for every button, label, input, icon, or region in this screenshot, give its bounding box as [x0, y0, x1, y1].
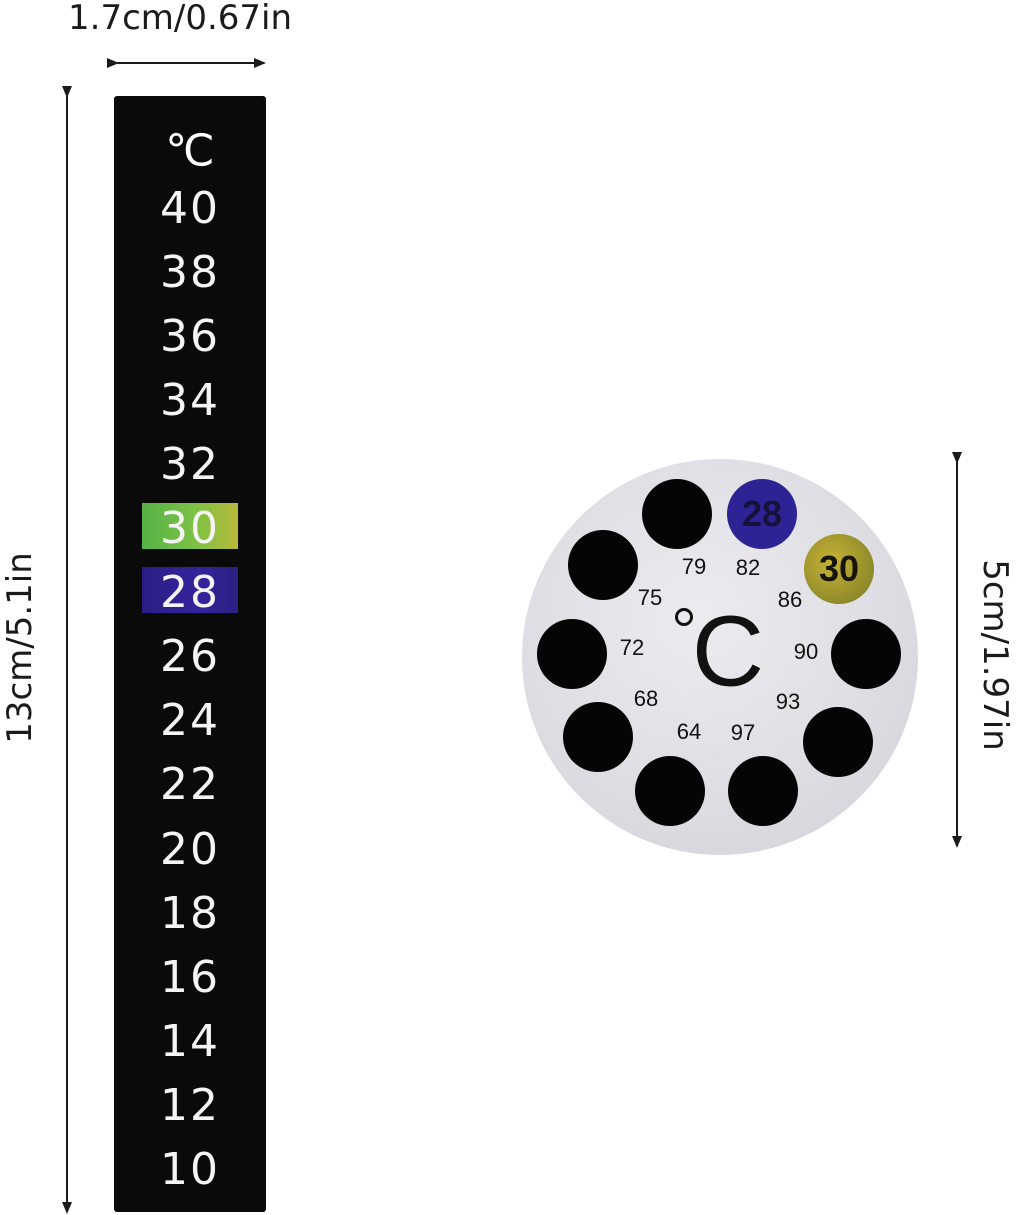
- strip-reading-32: 32: [160, 438, 220, 490]
- scale-number: 93: [775, 689, 801, 714]
- degree-ring-icon: [675, 608, 693, 626]
- strip-reading-28: 28: [160, 567, 220, 619]
- scale-number: 64: [676, 719, 702, 744]
- scale-number: 97: [730, 720, 756, 745]
- active-indicator-dot-gold: 30: [804, 534, 874, 604]
- celsius-unit-symbol: ℃: [165, 125, 215, 177]
- indicator-dot: [537, 619, 607, 689]
- green-indicator-band: [142, 503, 238, 549]
- strip-reading-10: 10: [160, 1144, 220, 1195]
- indicator-dot: [642, 479, 712, 549]
- strip-reading-22: 22: [160, 759, 220, 811]
- indicator-dot: [728, 756, 798, 826]
- strip-height-dimension-label: 13cm/5.1in: [0, 552, 40, 744]
- strip-reading-36: 36: [160, 310, 220, 362]
- strip-reading-40: 40: [160, 182, 220, 234]
- blue-indicator-band: [142, 567, 238, 613]
- strip-reading-20: 20: [160, 823, 220, 875]
- strip-thermometer: ℃ 40 38 36 34 32 30 28 26 24 22 20 18 16 14 12 10: [114, 96, 266, 1212]
- disc-thermometer: 28 30 79 82 86 90 93 97 64 68 72 75 C: [522, 459, 918, 855]
- width-dimension-label: 1.7cm/0.67in: [68, 0, 293, 38]
- strip-reading-14: 14: [160, 1015, 220, 1067]
- strip-reading-26: 26: [160, 631, 220, 683]
- strip-reading-16: 16: [160, 951, 220, 1003]
- active-indicator-dot-blue: 28: [727, 479, 797, 549]
- indicator-dot: [635, 756, 705, 826]
- strip-reading-30: 30: [160, 503, 220, 554]
- disc-dimension-label: 5cm/1.97in: [975, 559, 1015, 751]
- indicator-dot: [831, 619, 901, 689]
- scale-number: 82: [735, 555, 761, 580]
- scale-number: 68: [633, 686, 659, 711]
- dot-label-30: 30: [818, 548, 860, 589]
- scale-number: 72: [619, 635, 645, 660]
- strip-reading-34: 34: [160, 374, 220, 426]
- strip-reading-38: 38: [160, 246, 220, 298]
- scale-number: 90: [793, 639, 819, 664]
- scale-number: 79: [681, 554, 707, 579]
- indicator-dot: [803, 707, 873, 777]
- scale-number: 86: [777, 587, 803, 612]
- indicator-dot: [568, 530, 638, 600]
- strip-reading-24: 24: [160, 695, 220, 747]
- dot-label-28: 28: [741, 493, 783, 534]
- scale-number: 75: [637, 585, 663, 610]
- strip-reading-12: 12: [160, 1079, 220, 1131]
- celsius-letter: C: [691, 595, 765, 708]
- indicator-dot: [563, 702, 633, 772]
- strip-reading-18: 18: [160, 887, 220, 939]
